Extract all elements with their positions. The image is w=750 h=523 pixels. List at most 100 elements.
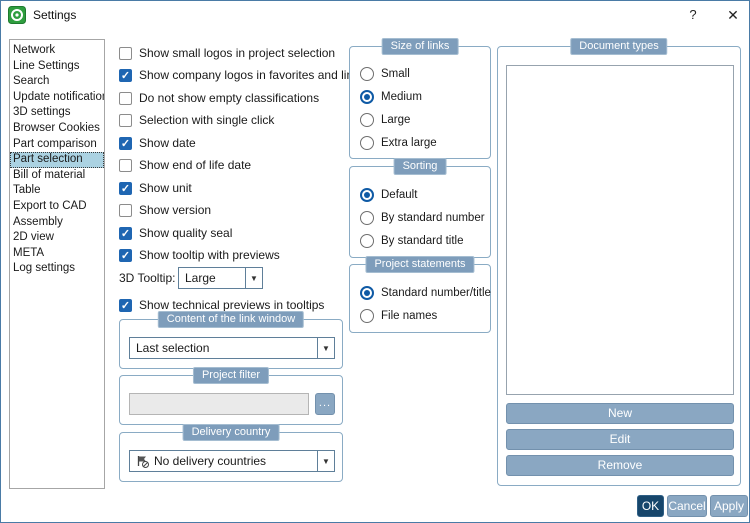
group-size-of-links-title: Size of links xyxy=(381,38,459,55)
sidebar-item-update-notification[interactable]: Update notification xyxy=(13,90,104,103)
radio-button[interactable] xyxy=(360,309,374,323)
settings-category-list: Network Line Settings Search Update noti… xyxy=(9,39,105,489)
group-sorting: Sorting Default By standard number By st… xyxy=(349,158,491,258)
radio-button[interactable] xyxy=(360,136,374,150)
ok-button[interactable]: OK xyxy=(637,495,664,517)
checkbox[interactable] xyxy=(119,46,132,60)
checkbox-row[interactable]: Show technical previews in tooltips xyxy=(119,297,324,313)
close-button[interactable]: ✕ xyxy=(727,7,739,23)
checkbox-label: Show small logos in project selection xyxy=(139,46,336,60)
radio-button[interactable] xyxy=(360,234,374,248)
radio-label: Medium xyxy=(381,91,422,103)
link-window-select[interactable]: Last selection ▼ xyxy=(129,337,335,359)
sidebar-item-line-settings[interactable]: Line Settings xyxy=(13,59,80,72)
radio-label: Large xyxy=(381,114,411,126)
checkbox[interactable] xyxy=(119,136,132,150)
checkbox-label: Show end of life date xyxy=(139,158,252,172)
radio-row-by-standard-title[interactable]: By standard title xyxy=(360,233,463,249)
sidebar-item-search[interactable]: Search xyxy=(13,75,50,88)
checkbox-row[interactable]: Do not show empty classifications xyxy=(119,90,319,106)
group-project-filter-title: Project filter xyxy=(192,367,270,384)
help-button[interactable]: ? xyxy=(689,7,697,22)
checkbox-row[interactable]: Show company logos in favorites and link… xyxy=(119,67,365,83)
app-logo-icon xyxy=(8,6,26,24)
chevron-down-icon[interactable]: ▼ xyxy=(245,268,262,288)
sidebar-item-browser-cookies[interactable]: Browser Cookies xyxy=(13,121,100,134)
checkbox[interactable] xyxy=(119,248,132,262)
checkbox-row[interactable]: Show end of life date xyxy=(119,157,251,173)
chevron-down-icon[interactable]: ▼ xyxy=(317,451,334,471)
new-button[interactable]: New xyxy=(506,403,734,424)
checkbox[interactable] xyxy=(119,203,132,217)
group-document-types-title: Document types xyxy=(570,38,668,55)
checkbox-row[interactable]: Selection with single click xyxy=(119,112,274,128)
checkbox-row[interactable]: Show version xyxy=(119,202,211,218)
radio-row-medium[interactable]: Medium xyxy=(360,89,422,105)
checkbox-label: Show date xyxy=(139,136,196,150)
tooltip-3d-value: Large xyxy=(185,271,216,285)
radio-label: File names xyxy=(381,310,438,322)
no-flag-icon xyxy=(136,455,149,468)
group-link-window: Content of the link window Last selectio… xyxy=(119,311,343,369)
checkbox[interactable] xyxy=(119,181,132,195)
tooltip-3d-label: 3D Tooltip: xyxy=(119,271,176,285)
radio-label: By standard title xyxy=(381,235,464,247)
radio-button[interactable] xyxy=(360,67,374,81)
project-filter-input[interactable] xyxy=(129,393,309,415)
sidebar-item-assembly[interactable]: Assembly xyxy=(13,215,63,228)
sidebar-item-part-selection[interactable]: Part selection xyxy=(10,152,104,168)
radio-button[interactable] xyxy=(360,188,374,202)
radio-button[interactable] xyxy=(360,286,374,300)
radio-row-default[interactable]: Default xyxy=(360,187,417,203)
apply-button[interactable]: Apply xyxy=(710,495,748,517)
checkbox[interactable] xyxy=(119,158,132,172)
checkbox-row[interactable]: Show date xyxy=(119,135,196,151)
tooltip-3d-row: 3D Tooltip: xyxy=(119,270,175,286)
cancel-button[interactable]: Cancel xyxy=(667,495,707,517)
checkbox-label: Show version xyxy=(139,203,212,217)
sidebar-item-export-to-cad[interactable]: Export to CAD xyxy=(13,199,87,212)
checkbox-row[interactable]: Show unit xyxy=(119,180,192,196)
sidebar-item-meta[interactable]: META xyxy=(13,246,45,259)
group-size-of-links: Size of links Small Medium Large Extra l… xyxy=(349,38,491,159)
checkbox-row[interactable]: Show tooltip with previews xyxy=(119,247,280,263)
radio-label: By standard number xyxy=(381,212,485,224)
checkbox[interactable] xyxy=(119,226,132,240)
delivery-country-select[interactable]: No delivery countries ▼ xyxy=(129,450,335,472)
sidebar-item-2d-view[interactable]: 2D view xyxy=(13,231,54,244)
radio-row-small[interactable]: Small xyxy=(360,66,410,82)
checkbox[interactable] xyxy=(119,68,132,82)
radio-row-standard-number-title[interactable]: Standard number/title xyxy=(360,285,491,301)
radio-button[interactable] xyxy=(360,90,374,104)
sidebar-item-3d-settings[interactable]: 3D settings xyxy=(13,106,71,119)
radio-label: Small xyxy=(381,68,410,80)
edit-button[interactable]: Edit xyxy=(506,429,734,450)
radio-row-large[interactable]: Large xyxy=(360,112,410,128)
sidebar-item-table[interactable]: Table xyxy=(13,184,41,197)
radio-button[interactable] xyxy=(360,113,374,127)
sidebar-item-bill-of-material[interactable]: Bill of material xyxy=(13,168,86,181)
sidebar-item-log-settings[interactable]: Log settings xyxy=(13,262,76,275)
project-filter-browse-button[interactable]: ... xyxy=(315,393,335,415)
tooltip-3d-select[interactable]: Large ▼ xyxy=(178,267,263,289)
radio-button[interactable] xyxy=(360,211,374,225)
title-bar: Settings ? ✕ xyxy=(1,1,749,29)
group-delivery-country: Delivery country No delivery countries ▼ xyxy=(119,424,343,482)
remove-button[interactable]: Remove xyxy=(506,455,734,476)
chevron-down-icon[interactable]: ▼ xyxy=(317,338,334,358)
checkbox[interactable] xyxy=(119,113,132,127)
checkbox-row[interactable]: Show quality seal xyxy=(119,225,232,241)
radio-row-by-standard-number[interactable]: By standard number xyxy=(360,210,485,226)
link-window-value: Last selection xyxy=(136,341,210,355)
delivery-country-value: No delivery countries xyxy=(154,454,267,468)
checkbox[interactable] xyxy=(119,91,132,105)
radio-label: Extra large xyxy=(381,137,437,149)
checkbox[interactable] xyxy=(119,298,132,312)
document-types-list[interactable] xyxy=(506,65,734,395)
sidebar-item-network[interactable]: Network xyxy=(13,44,56,56)
radio-row-file-names[interactable]: File names xyxy=(360,308,437,324)
sidebar-item-part-comparison[interactable]: Part comparison xyxy=(13,137,97,150)
radio-row-extra-large[interactable]: Extra large xyxy=(360,135,437,151)
checkbox-row[interactable]: Show small logos in project selection xyxy=(119,45,335,61)
